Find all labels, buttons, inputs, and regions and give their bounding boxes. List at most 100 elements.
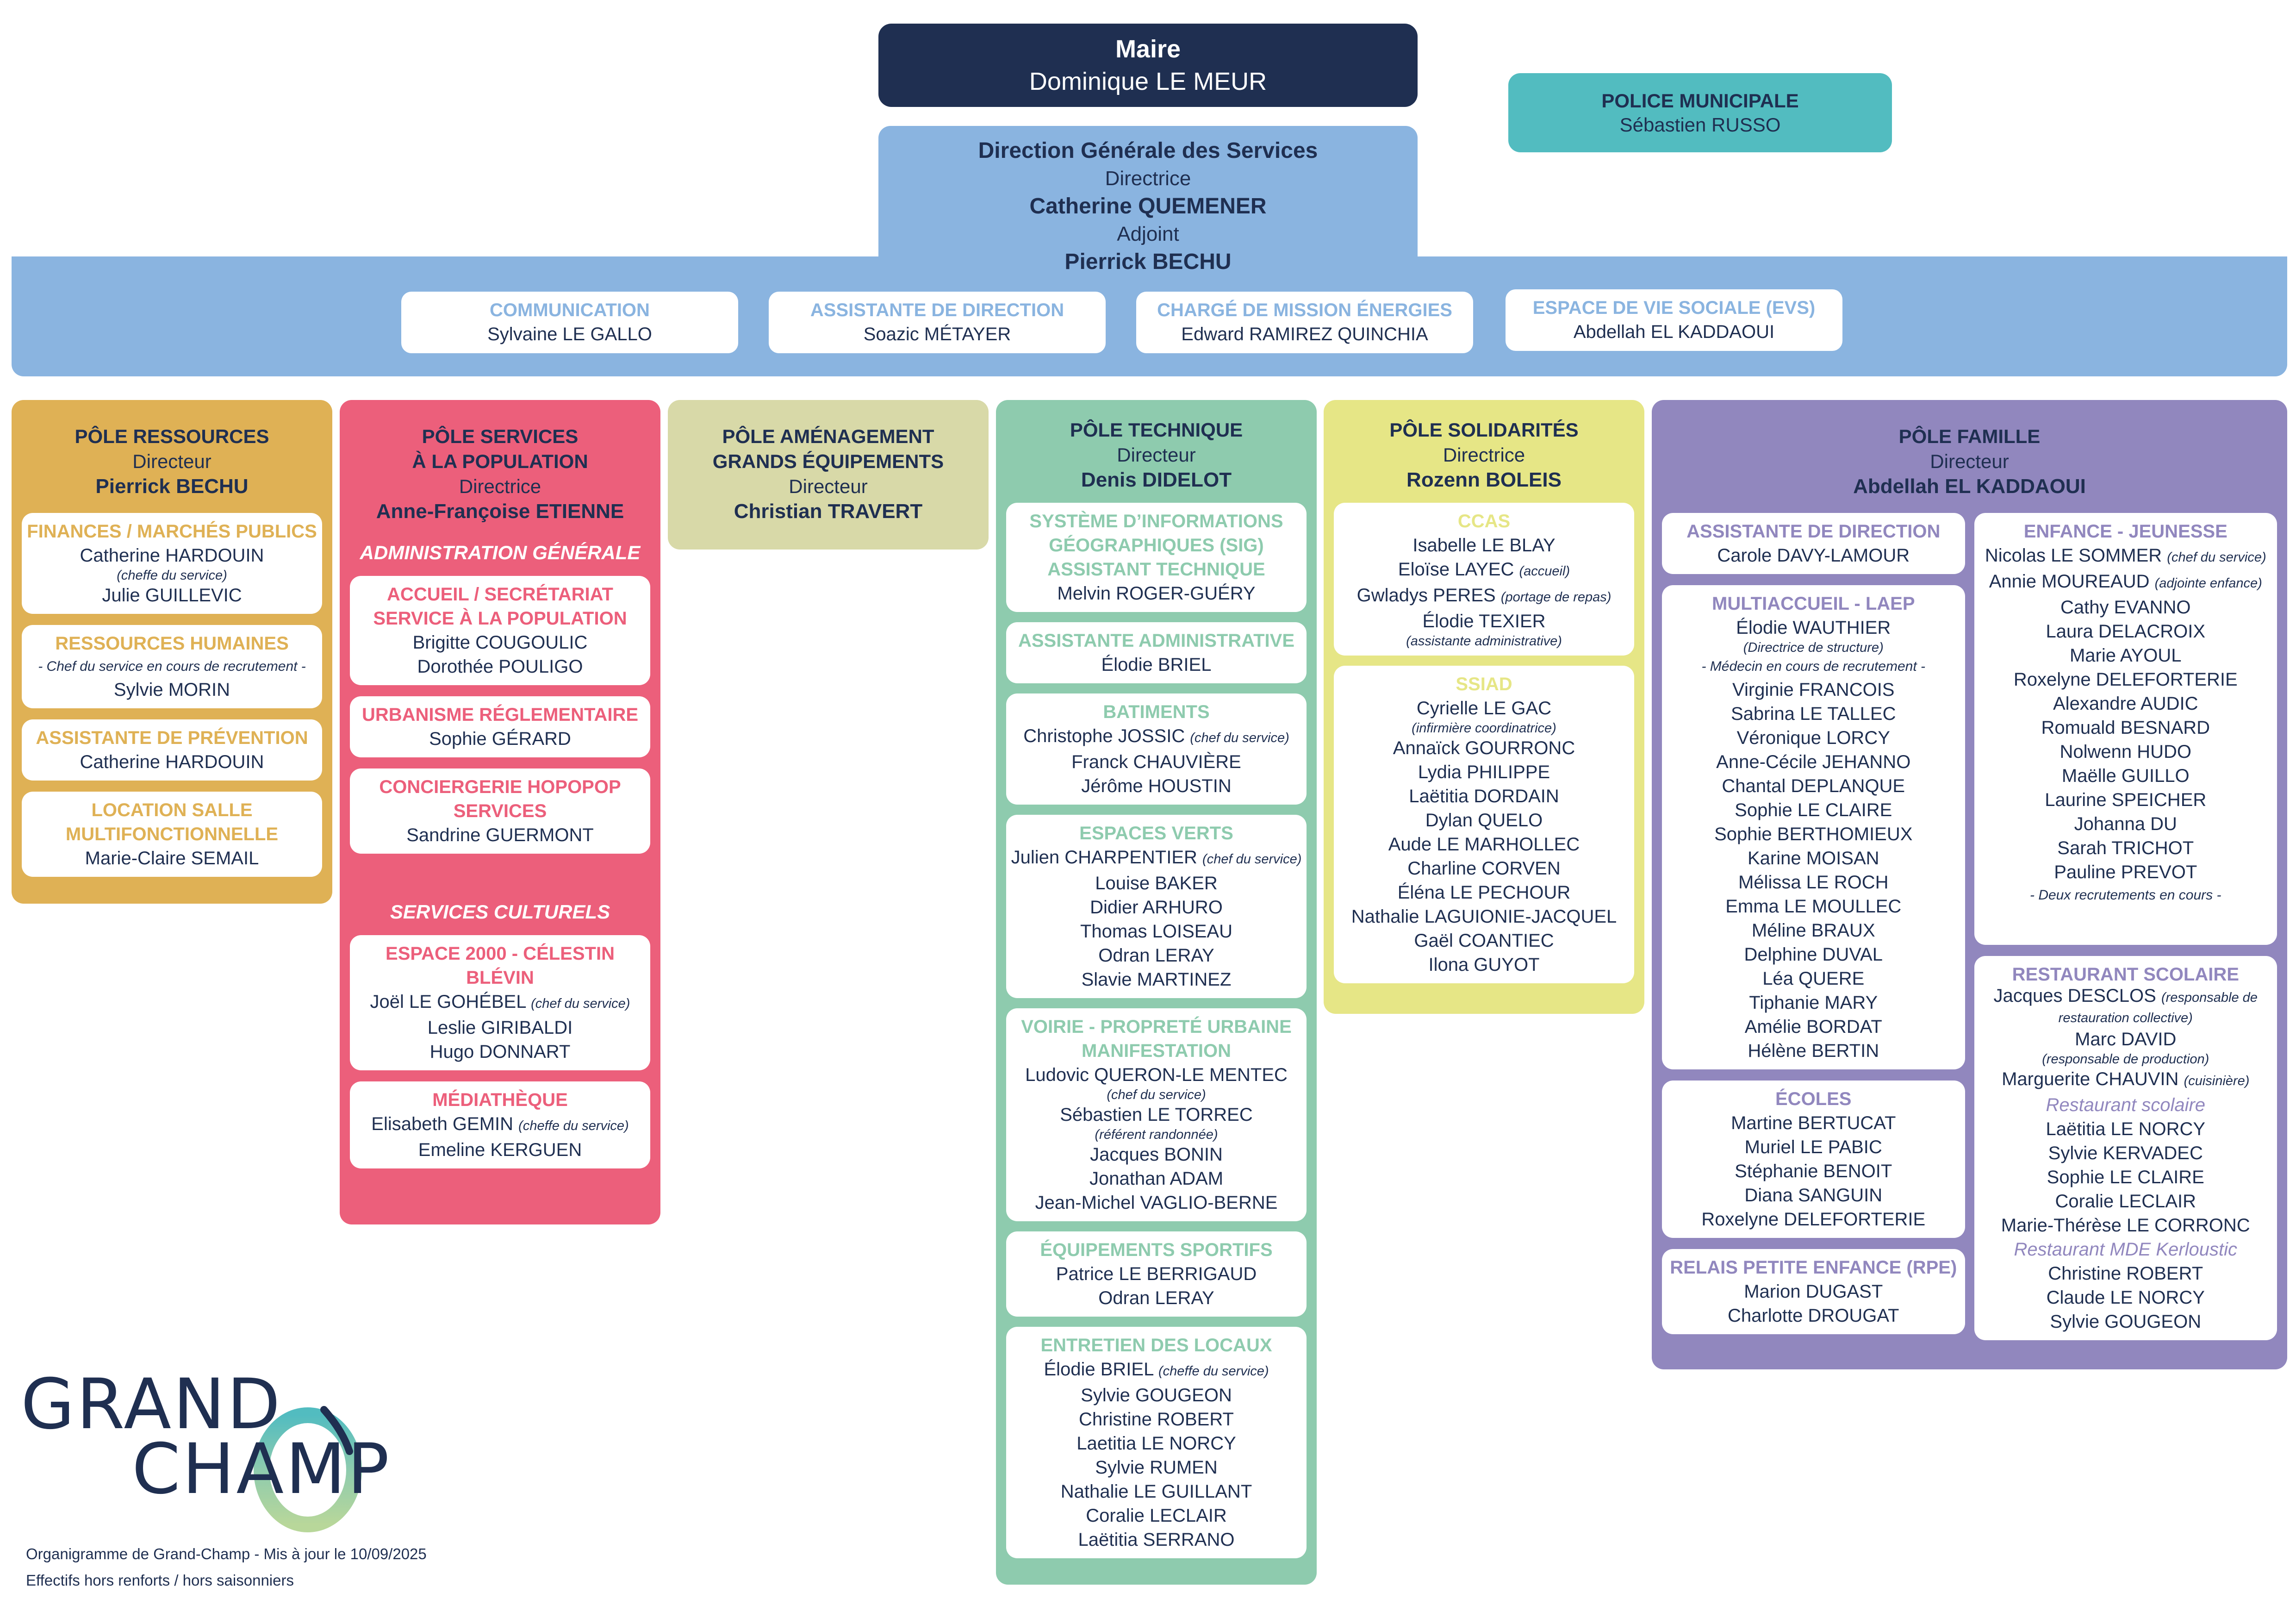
unit-name: Sylvaine LE GALLO (487, 324, 652, 344)
staff-name: Catherine HARDOUIN (80, 545, 264, 566)
pole-director-role: Directeur (789, 475, 868, 497)
staff-name: Isabelle LE BLAY (1412, 535, 1556, 556)
staff-member: Hugo DONNART (352, 1040, 648, 1064)
pole-director-role: Directeur (1930, 450, 2009, 472)
staff-name: Patrice LE BERRIGAUD (1056, 1264, 1257, 1284)
staff-name: Élodie BRIEL (1101, 655, 1212, 675)
staff-member: Laetitia LE NORCY (1008, 1431, 1305, 1455)
pole-title: PÔLE FAMILLE (1898, 425, 2041, 447)
staff-name: Annaïck GOURRONC (1393, 738, 1575, 758)
staff-name: Charline CORVEN (1407, 858, 1561, 879)
staff-role-note: (cheffe du service) (518, 1118, 629, 1133)
staff-member: Nicolas LE SOMMER (chef du service) (1976, 543, 2276, 569)
staff-name: Elisabeth GEMIN (371, 1114, 514, 1134)
police-box: POLICE MUNICIPALE Sébastien RUSSO (1508, 73, 1892, 152)
staff-role-note: (cheffe du service) (1158, 1364, 1269, 1379)
staff-member: Julie GUILLEVIC (24, 583, 320, 607)
pole-director-name: Pierrick BECHU (95, 475, 249, 498)
staff-name: Diana SANGUIN (1744, 1185, 1883, 1206)
staff-name: Pauline PREVOT (2054, 862, 2197, 882)
unit-title: ASSISTANTE DE DIRECTION (810, 300, 1064, 320)
service-title: CCAS (1457, 511, 1511, 531)
staff-name: Lydia PHILIPPE (1418, 762, 1550, 782)
staff-member: Ilona GUYOT (1336, 953, 1632, 977)
staff-name: Sophie LE CLAIRE (2047, 1167, 2204, 1187)
staff-member: Élodie WAUTHIER (1664, 616, 1963, 640)
staff-name: Jacques DESCLOS (1993, 986, 2156, 1006)
staff-name: Laëtitia DORDAIN (1409, 786, 1559, 806)
staff-name: Laëtitia SERRANO (1078, 1530, 1235, 1550)
dgs-box: Direction Générale des Services Directri… (878, 126, 1418, 274)
service-card: RESSOURCES HUMAINES- Chef du service en … (22, 625, 322, 708)
staff-name: Nathalie LAGUIONIE-JACQUEL (1351, 906, 1617, 927)
staff-name: Sylvie GOUGEON (1081, 1385, 1232, 1405)
staff-name: Tiphanie MARY (1749, 993, 1878, 1013)
staff-name: Eloïse LAYEC (1398, 559, 1514, 580)
staff-member: Odran LERAY (1008, 1286, 1305, 1310)
staff-member: Brigitte COUGOULIC (352, 631, 648, 655)
staff-member: Martine BERTUCAT (1664, 1111, 1963, 1135)
staff-member: Christine ROBERT (1008, 1407, 1305, 1431)
staff-name: Sylvie MORIN (113, 680, 230, 700)
staff-name: Christine ROBERT (2048, 1263, 2203, 1284)
service-title: ESPACE 2000 - CÉLESTIN BLÉVIN (386, 943, 615, 988)
staff-name: Melvin ROGER-GUÉRY (1057, 583, 1256, 604)
pole-director-name: Christian TRAVERT (734, 500, 923, 523)
staff-member: Carole DAVY-LAMOUR (1664, 543, 1963, 568)
staff-name: Stéphanie BENOIT (1735, 1161, 1892, 1181)
staff-name: Éléna LE PECHOUR (1397, 882, 1571, 903)
staff-member: Didier ARHURO (1008, 895, 1305, 919)
staff-role-note: (chef du service) (531, 996, 630, 1011)
staff-name: Sylvie GOUGEON (2050, 1312, 2202, 1332)
staff-member: Patrice LE BERRIGAUD (1008, 1262, 1305, 1286)
staff-name: Christophe JOSSIC (1023, 726, 1185, 746)
staff-member: Sylvie KERVADEC (1976, 1141, 2276, 1165)
card-list: ACCUEIL / SECRÉTARIAT SERVICE À LA POPUL… (350, 576, 650, 854)
dgs-director: Catherine QUEMENER (1029, 194, 1267, 219)
staff-role-note: (responsable de production) (2042, 1052, 2209, 1067)
staff-name: Romuald BESNARD (2041, 718, 2210, 738)
staff-name: Martine BERTUCAT (1731, 1113, 1896, 1133)
logo-text-champ: CHAMP (132, 1429, 391, 1510)
staff-member: Lydia PHILIPPE (1336, 760, 1632, 784)
service-title: MÉDIATHÈQUE (432, 1090, 568, 1110)
logo-text-grand: GRAND (21, 1364, 282, 1445)
staff-name: Catherine HARDOUIN (80, 752, 264, 772)
group-heading: ADMINISTRATION GÉNÉRALE (360, 542, 641, 563)
police-name: Sébastien RUSSO (1619, 114, 1781, 136)
staff-role-note: (chef du service) (2167, 550, 2266, 565)
staff-name: Sylvie KERVADEC (2048, 1143, 2203, 1163)
staff-member: Nathalie LE GUILLANT (1008, 1480, 1305, 1504)
staff-member: Muriel LE PABIC (1664, 1135, 1963, 1159)
service-card: ASSISTANTE DE PRÉVENTION Catherine HARDOU… (22, 719, 322, 781)
staff-name: Nathalie LE GUILLANT (1060, 1481, 1252, 1502)
staff-name: Muriel LE PABIC (1744, 1137, 1882, 1157)
service-title: ASSISTANTE DE PRÉVENTION (36, 728, 308, 748)
pole-director-name: Denis DIDELOT (1081, 468, 1232, 491)
pole-title: PÔLE TECHNIQUE (1070, 419, 1243, 441)
recruitment-note: - Médecin en cours de recrutement - (1701, 659, 1926, 674)
staff-name: Virginie FRANCOIS (1732, 680, 1895, 700)
staff-name: Hugo DONNART (429, 1042, 571, 1062)
staff-member: Sylvie GOUGEON (1008, 1383, 1305, 1407)
service-title: ESPACES VERTS (1079, 823, 1233, 843)
pole-director-name: Anne-Françoise ETIENNE (376, 500, 624, 523)
staff-member: Marion DUGAST (1664, 1280, 1963, 1304)
staff-name: Sophie LE CLAIRE (1735, 800, 1892, 820)
service-title: SYSTÈME D’INFORMATIONS GÉOGRAPHIQUES (SI… (1029, 511, 1283, 580)
staff-name: Anne-Cécile JEHANNO (1716, 752, 1911, 772)
staff-member: Charlotte DROUGAT (1664, 1304, 1963, 1328)
